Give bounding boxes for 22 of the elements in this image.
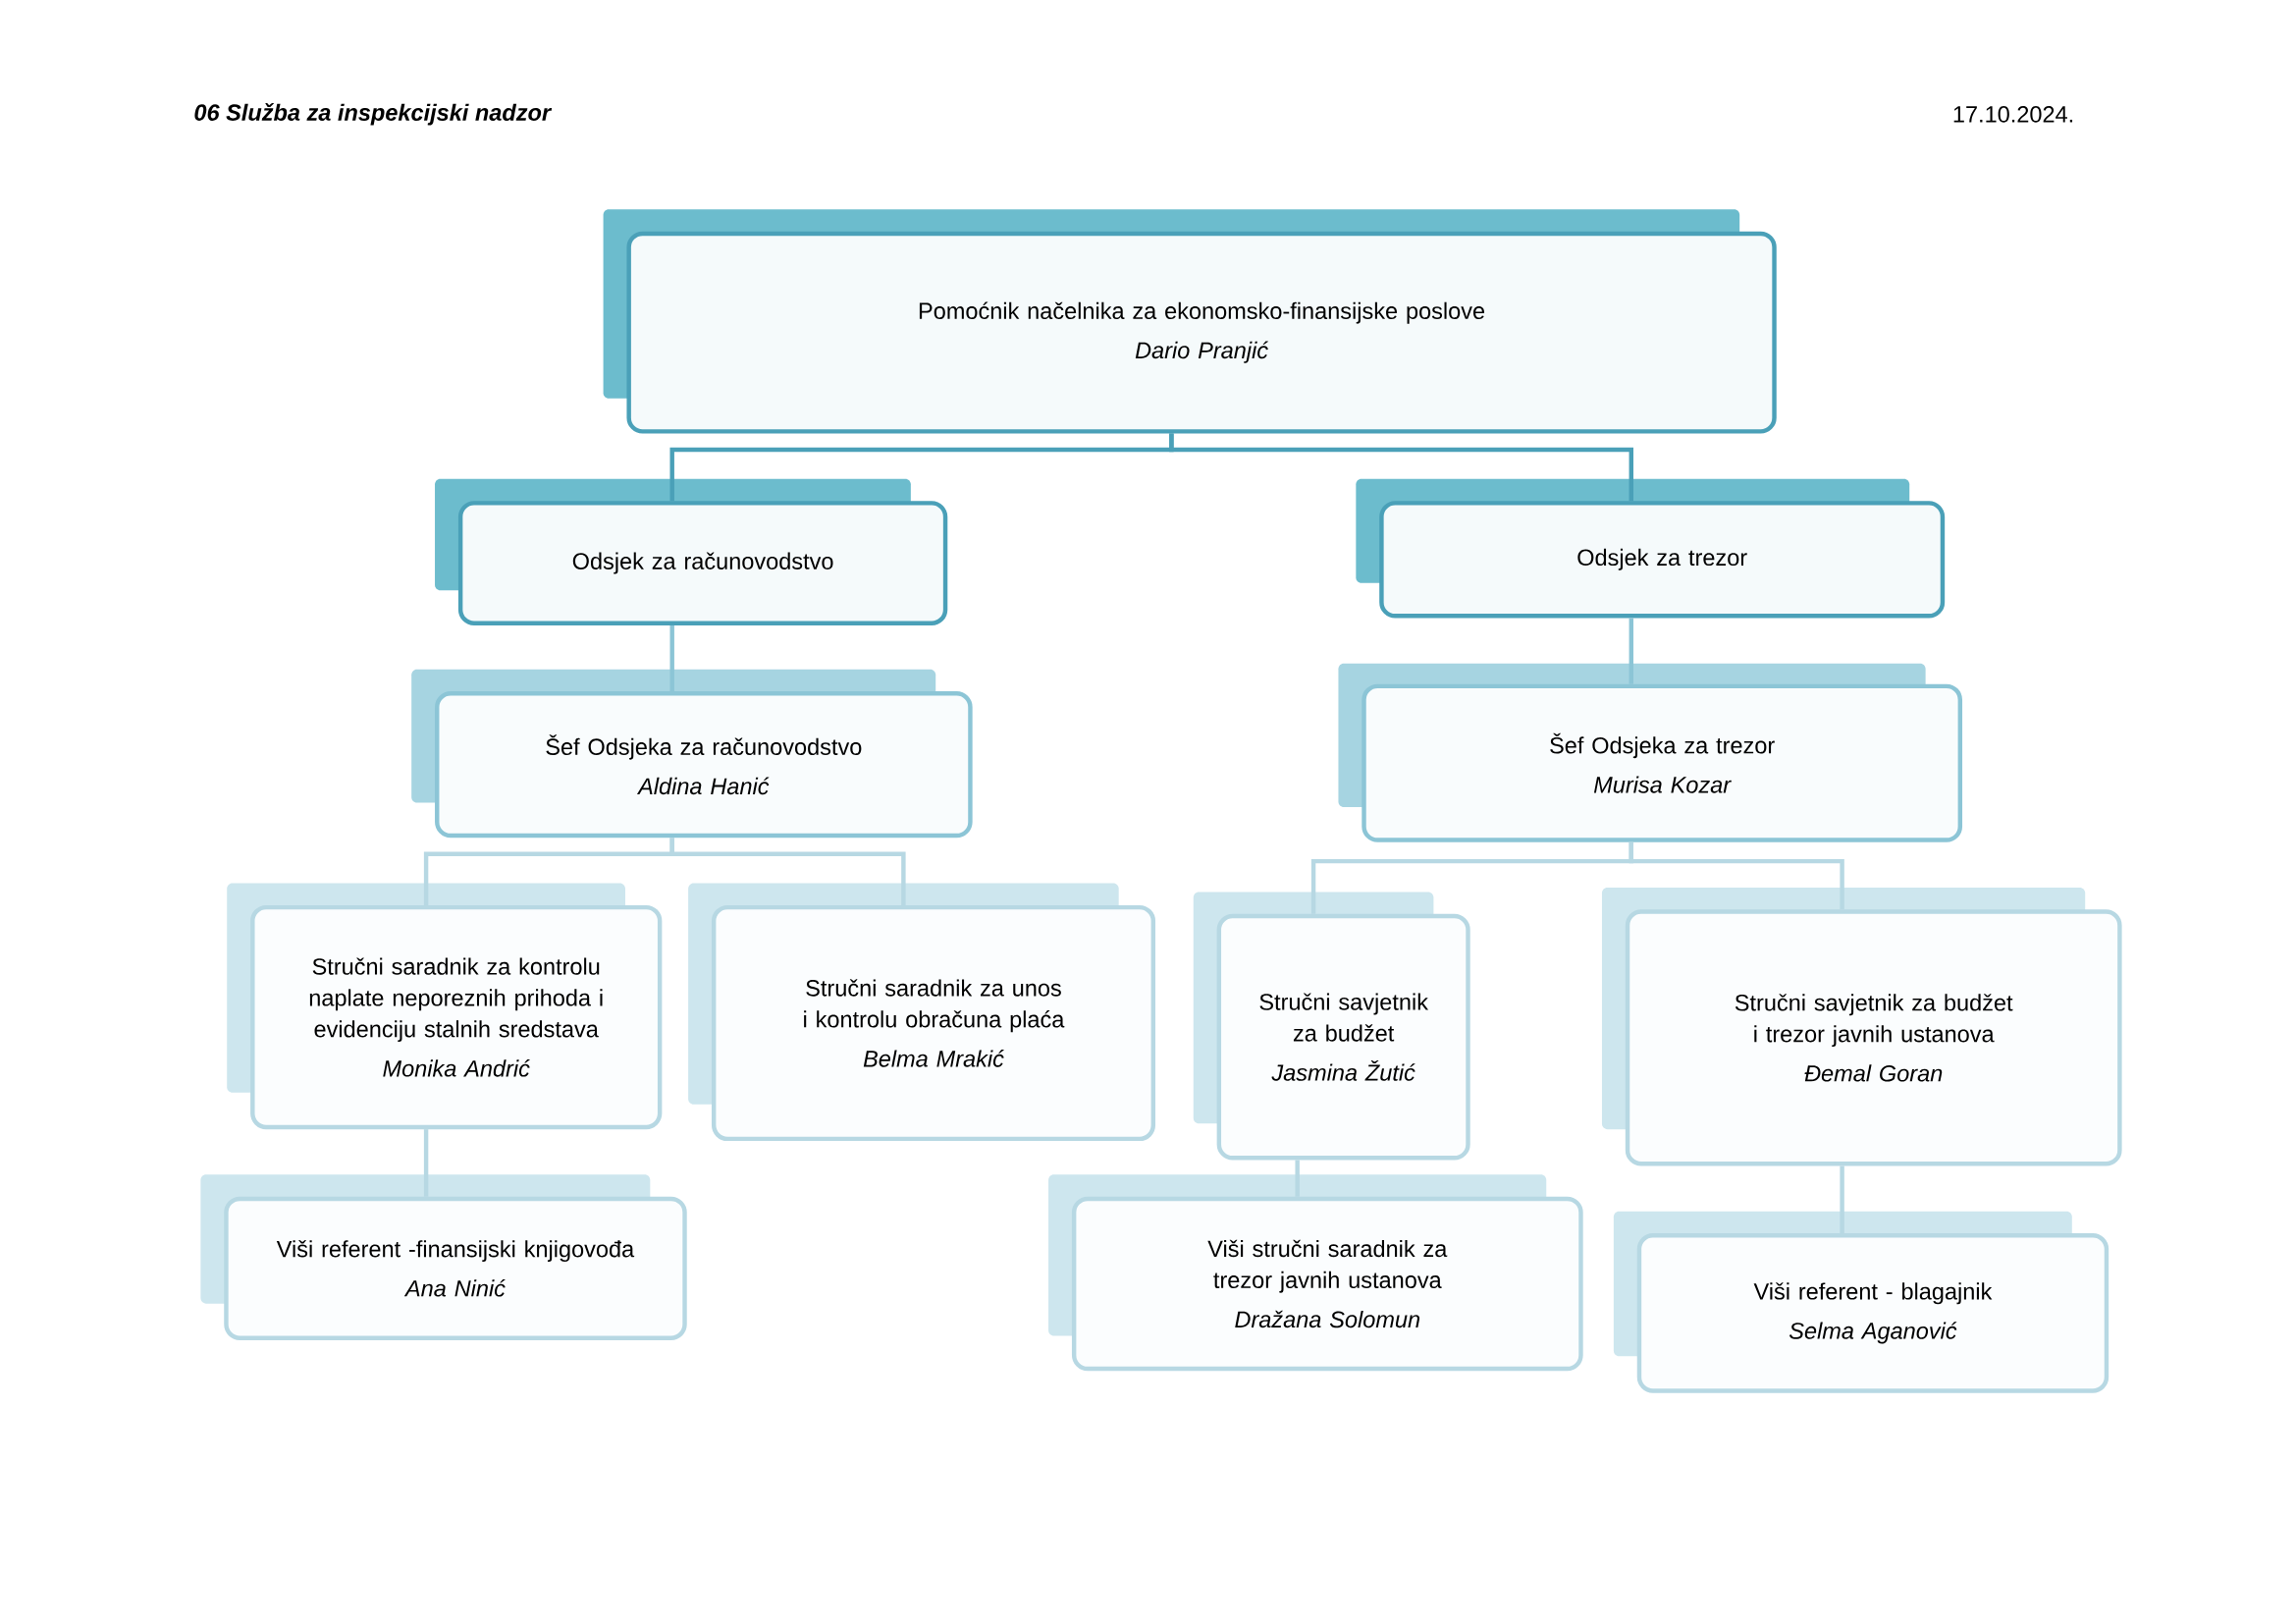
connector-line (423, 1129, 429, 1197)
position-box: Pomoćnik načelnika za ekonomsko-finansijske poslove Dario Pranjić (603, 209, 1777, 434)
connector-line (1295, 1160, 1300, 1197)
connector-line (669, 838, 906, 905)
header-title: 06 Služba za inspekcijski nadzor (194, 102, 553, 126)
position-box: Stručni savjetnik za budžet Jasmina Žutić (1193, 892, 1470, 1161)
connector-line (1169, 433, 1633, 501)
position-box: Šef Odsjeka za računovodstvo Aldina Hanić (411, 669, 973, 839)
position-box: Viši referent -finansijski knjigovođa Ana Ninić (200, 1174, 687, 1340)
connector-line (1840, 1165, 1844, 1233)
position-box: Stručni saradnik za kontrolu naplate neporeznih prihoda i evidenciju stalnih sredstava Monika Andrić (227, 883, 663, 1129)
connector-line (669, 624, 674, 691)
connector-line (1629, 618, 1633, 684)
position-box: Šef Odsjeka za trezor Murisa Kozar (1338, 663, 1963, 842)
position-box: Odsjek za računovodstvo (435, 478, 948, 625)
position-box: Stručni savjetnik za budžet i trezor javnih ustanova Đemal Goran (1601, 887, 2122, 1166)
position-box: Viši stručni saradnik za trezor javnih ustanova Dražana Solomun (1048, 1174, 1583, 1372)
position-box: Odsjek za trezor (1356, 478, 1946, 619)
position-box: Stručni saradnik za unos i kontrolu obračuna plaća Belma Mrakić (688, 883, 1156, 1141)
date-text: 17.10.2024. (1953, 105, 2073, 123)
position-box: Viši referent - blagajnik Selma Aganović (1613, 1211, 2109, 1393)
connector-line (1629, 841, 1844, 910)
